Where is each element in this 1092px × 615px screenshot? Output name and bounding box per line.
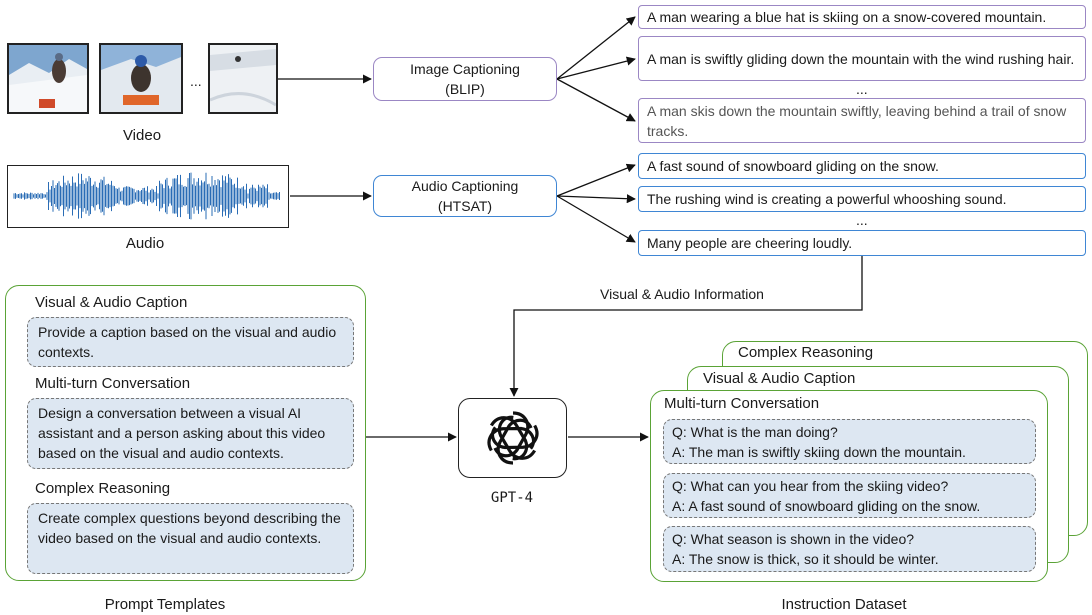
image-captioning-title: Image Captioning [410,61,520,77]
prompt-bubble-visual-audio: Provide a caption based on the visual an… [27,317,354,367]
dataset-title-visual-audio: Visual & Audio Caption [703,370,856,387]
gpt4-box [458,398,567,478]
image-caption-1: A man wearing a blue hat is skiing on a … [638,5,1086,29]
image-captions-ellipsis: ... [856,81,868,97]
arrow-blip-caption-1 [556,16,636,80]
arrow-blip-caption-3 [556,78,636,122]
audio-waveform [7,165,289,228]
video-frame-2 [99,43,183,114]
qa-question-2: Q: What can you hear from the skiing vid… [672,478,949,494]
qa-answer-3: A: The snow is thick, so it should be wi… [672,551,939,567]
video-frame-1 [7,43,89,114]
image-caption-3: A man skis down the mountain swiftly, le… [638,98,1086,143]
video-frame-3 [208,43,278,114]
prompt-title-multi-turn: Multi-turn Conversation [35,375,191,392]
audio-captioning-title: Audio Captioning [411,178,519,194]
audio-captioning-model: (HTSAT) [437,198,493,214]
audio-caption-3: Many people are cheering loudly. [638,230,1086,256]
video-label: Video [122,127,162,144]
dataset-title-multi-turn: Multi-turn Conversation [664,395,820,412]
arrow-htsat-caption-1 [556,163,636,197]
qa-bubble-3: Q: What season is shown in the video? A:… [663,526,1036,572]
openai-logo-icon [486,411,539,465]
instruction-dataset-label: Instruction Dataset [781,596,907,613]
arrow-htsat-caption-2 [556,194,636,204]
prompt-title-complex-reasoning: Complex Reasoning [35,480,171,497]
gpt4-label: GPT-4 [490,490,534,506]
qa-question-3: Q: What season is shown in the video? [672,531,915,547]
qa-bubble-2: Q: What can you hear from the skiing vid… [663,473,1036,518]
audio-caption-1: A fast sound of snowboard gliding on the… [638,153,1086,179]
audio-caption-2: The rushing wind is creating a powerful … [638,186,1086,212]
arrow-blip-caption-2 [556,56,636,80]
qa-answer-1: A: The man is swiftly skiing down the mo… [672,444,966,460]
audio-label: Audio [125,235,165,252]
prompt-bubble-complex-reasoning: Create complex questions beyond describi… [27,503,354,574]
image-captioning-box: Image Captioning (BLIP) [373,57,557,101]
dataset-title-complex-reasoning: Complex Reasoning [738,344,874,361]
qa-answer-2: A: A fast sound of snowboard gliding on … [672,498,981,514]
qa-question-1: Q: What is the man doing? [672,424,838,440]
prompt-templates-label: Prompt Templates [104,596,226,613]
arrow-htsat-caption-3 [556,195,636,243]
video-frames-ellipsis: ... [190,73,202,89]
audio-captions-ellipsis: ... [856,212,868,228]
visual-audio-info-label: Visual & Audio Information [600,286,764,302]
qa-bubble-1: Q: What is the man doing? A: The man is … [663,419,1036,464]
prompt-title-visual-audio: Visual & Audio Caption [35,294,188,311]
arrow-info-to-gpt [509,256,863,397]
audio-captioning-box: Audio Captioning (HTSAT) [373,175,557,217]
image-caption-2: A man is swiftly gliding down the mounta… [638,36,1086,81]
prompt-bubble-multi-turn: Design a conversation between a visual A… [27,398,354,469]
image-captioning-model: (BLIP) [445,81,485,97]
